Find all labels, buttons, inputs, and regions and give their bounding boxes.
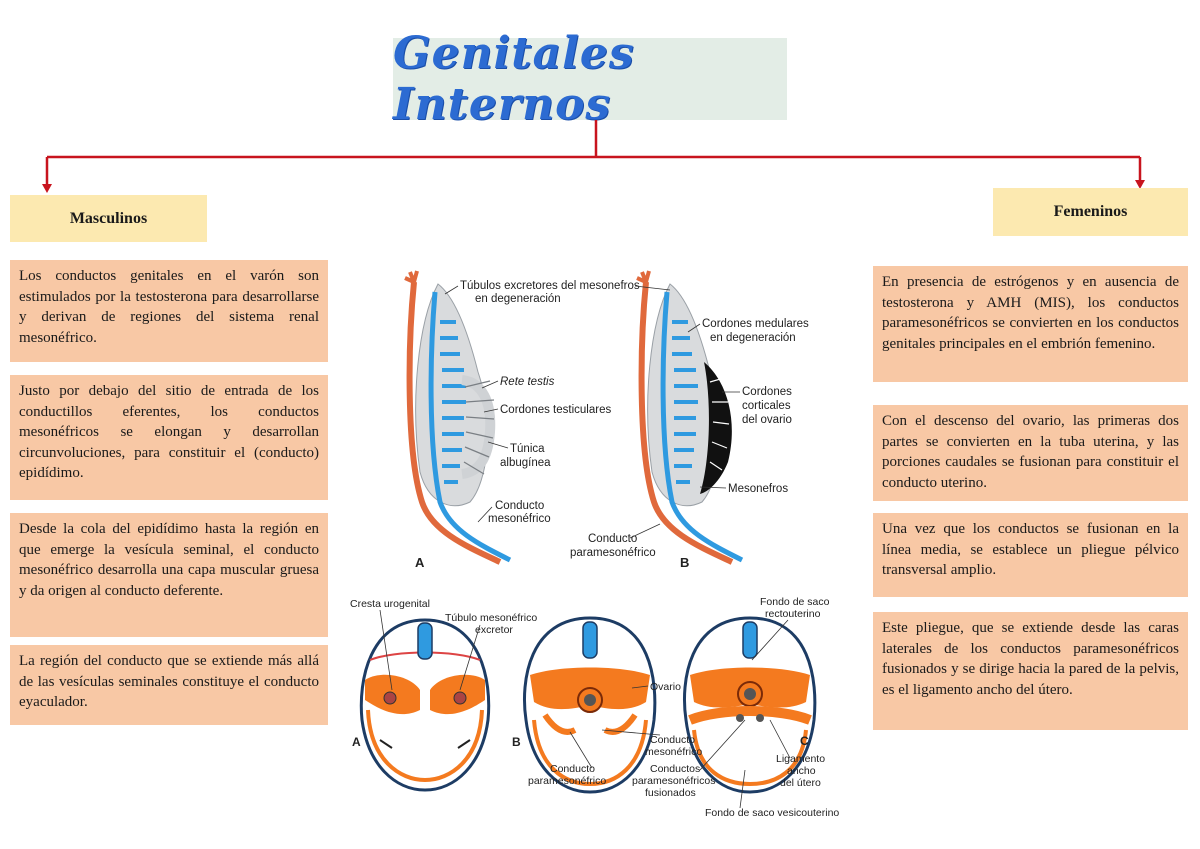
label-conducto-paramesonefrico-sub: paramesonéfrico [570,547,656,559]
feminine-note: Con el descenso del ovario, las primeras… [873,405,1188,501]
section-a [359,618,491,792]
label-ligamento-2: ancho [787,765,816,777]
label-cordones-testiculares: Cordones testiculares [500,404,611,416]
label-conducto-mesonefrico: Conducto [495,500,544,512]
label-conducto-mesonefrico: Conducto [650,734,695,746]
label-conductos-fusionados-3: fusionados [645,787,696,799]
label-cordones-corticales-3: del ovario [742,414,792,426]
figure-gonad-development: Túbulos excretores del mesonefros en deg… [404,270,809,570]
label-tunica-sub: albugínea [500,457,551,469]
label-conductos-fusionados-2: paramesonéfricos [632,775,715,787]
category-label: Femeninos [1053,203,1128,220]
label-tubulo: Túbulo mesonéfrico [445,612,537,624]
label-cordones-medulares-sub: en degeneración [710,332,796,344]
label-cordones-corticales-2: corticales [742,400,791,412]
label-conducto-paramesonefrico: Conducto [550,763,595,775]
label-tubulo-sub: excretor [475,624,513,636]
section-c [682,616,817,794]
label-cordones-medulares: Cordones medulares [702,318,809,330]
connector-lines [42,120,1145,193]
panel-label: C [800,734,809,748]
label-rete-testis: Rete testis [500,376,555,388]
label-cordones-corticales: Cordones [742,386,792,398]
label-ligamento: Ligamento [776,753,825,765]
panel-a-testis [404,270,512,565]
feminine-note: Una vez que los conductos se fusionan en… [873,513,1188,597]
category-label: Masculinos [69,209,148,227]
feminine-note: En presencia de estrógenos y en ausencia… [873,266,1188,382]
label-conductos-fusionados: Conductos [650,763,700,775]
label-fondo-recto: Fondo de saco [760,596,830,608]
page-title: Genitales Internos [393,28,635,130]
label-ligamento-3: del útero [780,777,821,789]
masculine-note: Justo por debajo del sitio de entrada de… [10,375,328,500]
masculine-note: Desde la cola del epidídimo hasta la reg… [10,513,328,637]
panel-label: B [512,735,521,749]
label-fondo-recto-sub: rectouterino [765,608,821,620]
section-b [522,616,657,794]
label-tunica: Túnica [510,443,545,455]
label-conducto-mesonefrico-sub: mesonéfrico [645,746,702,758]
category-masculinos: Masculinos [10,195,207,242]
panel-label: A [415,555,425,570]
label-conducto-paramesonefrico-sub: paramesonéfrico [528,775,606,787]
panel-b-ovary [636,270,744,565]
label-conducto-mesonefrico-sub: mesonéfrico [488,513,551,525]
masculine-note: La región del conducto que se extiende m… [10,645,328,725]
label-tubulos: Túbulos excretores del mesonefros [460,280,640,292]
panel-label: B [680,555,689,570]
label-tubulos-sub: en degeneración [475,293,561,305]
label-ovario: Ovario [650,681,681,693]
figure-cross-sections: Cresta urogenital Túbulo mesonéfrico exc… [350,596,839,819]
category-femeninos: Femeninos [993,188,1188,236]
panel-label: A [352,735,361,749]
feminine-note: Este pliegue, que se extiende desde las … [873,612,1188,730]
label-mesonefros: Mesonefros [728,483,788,495]
label-conducto-paramesonefrico: Conducto [588,533,637,545]
label-cresta: Cresta urogenital [350,598,430,610]
title-banner: Genitales Internos [393,28,787,130]
masculine-note: Los conductos genitales en el varón son … [10,260,328,362]
label-fondo-vesico: Fondo de saco vesicouterino [705,807,839,819]
